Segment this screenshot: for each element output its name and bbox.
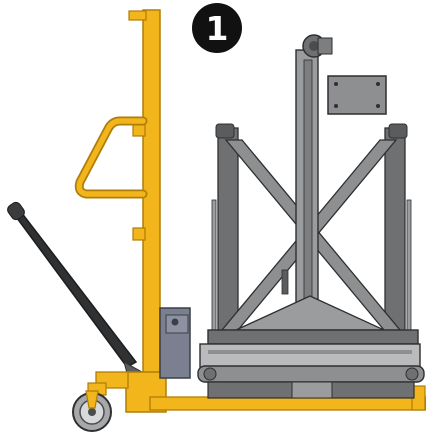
mast-tab-lower — [132, 227, 146, 241]
lift-unit — [197, 34, 425, 399]
tiller-handle — [7, 201, 147, 385]
step-number-badge: 1 — [192, 3, 242, 53]
control-box — [327, 75, 387, 115]
yellow-frame — [74, 9, 426, 413]
lower-beam — [207, 329, 419, 345]
yellow-fork-arm — [149, 396, 426, 411]
mast-top-clip — [128, 10, 147, 21]
yellow-mast — [142, 9, 161, 411]
mast-bracket — [159, 307, 191, 379]
mast-tab-upper — [132, 123, 146, 137]
caster-wheel — [72, 382, 112, 432]
roller-bar — [197, 365, 425, 383]
